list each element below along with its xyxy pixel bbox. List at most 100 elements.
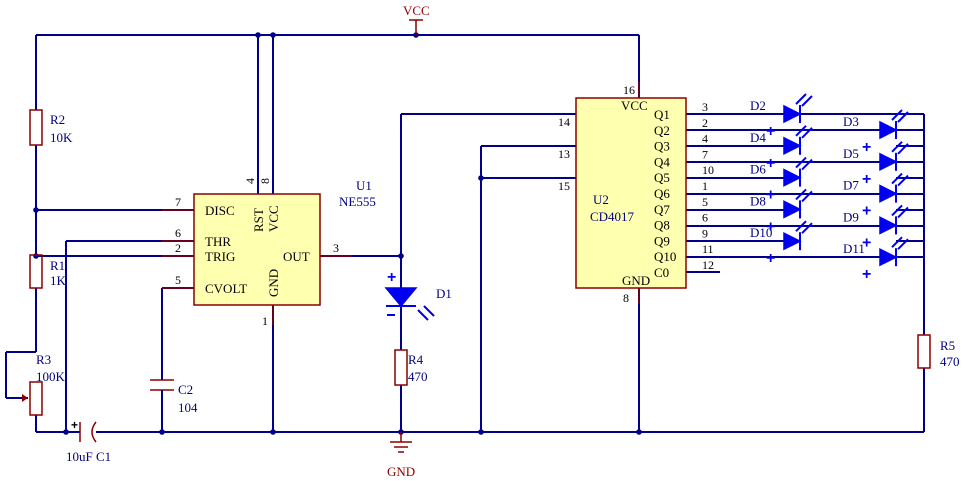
u2-output-name: Q6 — [654, 186, 670, 201]
led-ref: D7 — [843, 178, 859, 193]
led-plus: + — [766, 155, 775, 172]
capacitor-c1: + 10uF C1 — [66, 418, 111, 464]
led-left: +D4 — [750, 125, 813, 172]
u1-pin8-num: 8 — [258, 178, 272, 184]
r3-value: 100K — [36, 369, 66, 384]
u2-part: CD4017 — [590, 209, 635, 224]
c2-ref: C2 — [178, 382, 193, 397]
led-plus: + — [766, 250, 775, 267]
u2-output-name: Q2 — [654, 123, 670, 138]
u1-pin2-num: 2 — [175, 241, 181, 255]
led-left: +D2 — [750, 93, 813, 140]
u1-rst-label: RST — [251, 208, 266, 232]
led-plus: + — [862, 171, 871, 188]
u2-output-num: 11 — [702, 242, 714, 256]
u1-cvolt-label: CVOLT — [205, 281, 247, 296]
u2-output-num: 2 — [702, 116, 708, 130]
led-plus: + — [862, 139, 871, 156]
ic-u1-ne555: 7 6 2 5 3 1 4 8 DISC THR TRIG CVOLT OUT … — [162, 178, 376, 328]
u2-vcc-pin: 16 — [623, 83, 635, 97]
led-ref: D8 — [750, 193, 766, 208]
r4-value: 470 — [408, 369, 428, 384]
u2-output-num: 3 — [702, 100, 708, 114]
led-plus: + — [862, 234, 871, 251]
u1-gnd-label: GND — [266, 269, 281, 297]
u1-pin6-num: 6 — [175, 226, 181, 240]
u2-output-name: Q1 — [654, 107, 670, 122]
u2-left-pin-num: 14 — [558, 115, 570, 129]
vcc-symbol: VCC — [403, 3, 430, 35]
u1-part: NE555 — [339, 194, 376, 209]
u2-output-name: Q10 — [654, 249, 676, 264]
resistor-r4: R4 470 — [394, 349, 428, 386]
led-d1: + D1 — [384, 269, 452, 321]
u2-output-name: Q3 — [654, 139, 670, 154]
r2-value: 10K — [50, 130, 73, 145]
r3-ref: R3 — [36, 352, 51, 367]
u1-thr-label: THR — [205, 234, 231, 249]
u2-left-pin-num: 15 — [558, 179, 570, 193]
u2-output-num: 1 — [702, 179, 708, 193]
vcc-label: VCC — [403, 3, 430, 18]
r1-ref: R1 — [50, 258, 65, 273]
u2-gnd-pin: 8 — [623, 291, 629, 305]
led-right: +D11 — [843, 236, 909, 283]
u2-output-name: Q5 — [654, 170, 670, 185]
d1-plus: + — [387, 269, 396, 286]
gnd-symbol: GND — [387, 432, 415, 479]
led-ref: D3 — [843, 114, 859, 129]
c2-value: 104 — [178, 400, 198, 415]
led-right: +D3 — [843, 109, 909, 156]
r2-ref: R2 — [50, 112, 65, 127]
r4-ref: R4 — [408, 352, 424, 367]
resistor-r1: R1 1K — [29, 254, 67, 289]
d1-ref: D1 — [436, 286, 452, 301]
u1-pin7-num: 7 — [175, 195, 181, 209]
led-plus: + — [862, 203, 871, 220]
led-ref: D11 — [843, 241, 865, 256]
u1-pin4-num: 4 — [243, 178, 257, 184]
u1-pin3-num: 3 — [333, 241, 339, 255]
u2-vcc-label: VCC — [621, 98, 648, 113]
led-left: +D10 — [750, 220, 813, 267]
r1-value: 1K — [50, 273, 67, 288]
r5-value: 470 — [940, 354, 960, 369]
led-right: +D9 — [843, 204, 909, 251]
c1-label: 10uF C1 — [66, 449, 111, 464]
u1-ref: U1 — [356, 178, 372, 193]
led-ref: D4 — [750, 130, 766, 145]
led-plus: + — [766, 123, 775, 140]
u2-output-name: Q4 — [654, 154, 670, 169]
led-right: +D7 — [843, 172, 909, 220]
u2-output-num: 12 — [702, 258, 714, 272]
led-plus: + — [766, 218, 775, 235]
wires — [5, 34, 925, 433]
led-ref: D6 — [750, 162, 766, 177]
u2-output-name: Q7 — [654, 202, 670, 217]
gnd-label: GND — [387, 464, 415, 479]
u2-output-name: C0 — [654, 265, 669, 280]
capacitor-c2: C2 104 — [150, 379, 198, 415]
u1-pin5-num: 5 — [175, 273, 181, 287]
u1-pin1-num: 1 — [262, 314, 268, 328]
led-ref: D5 — [843, 146, 859, 161]
u2-ref: U2 — [593, 192, 609, 207]
u1-out-label: OUT — [283, 249, 310, 264]
u2-output-num: 6 — [702, 211, 708, 225]
resistor-r5: R5 470 — [917, 334, 960, 369]
u2-output-num: 4 — [702, 132, 708, 146]
u2-output-name: Q8 — [654, 218, 670, 233]
u1-vcc-label: VCC — [266, 205, 281, 232]
potentiometer-r3: R3 100K — [22, 352, 66, 416]
led-plus: + — [766, 187, 775, 204]
u2-output-num: 5 — [702, 195, 708, 209]
u1-disc-label: DISC — [205, 203, 235, 218]
junction-dots — [33, 32, 642, 435]
resistor-r2: R2 10K — [29, 109, 73, 146]
u2-output-name: Q9 — [654, 233, 670, 248]
led-left: +D6 — [750, 156, 813, 204]
led-ref: D2 — [750, 98, 766, 113]
